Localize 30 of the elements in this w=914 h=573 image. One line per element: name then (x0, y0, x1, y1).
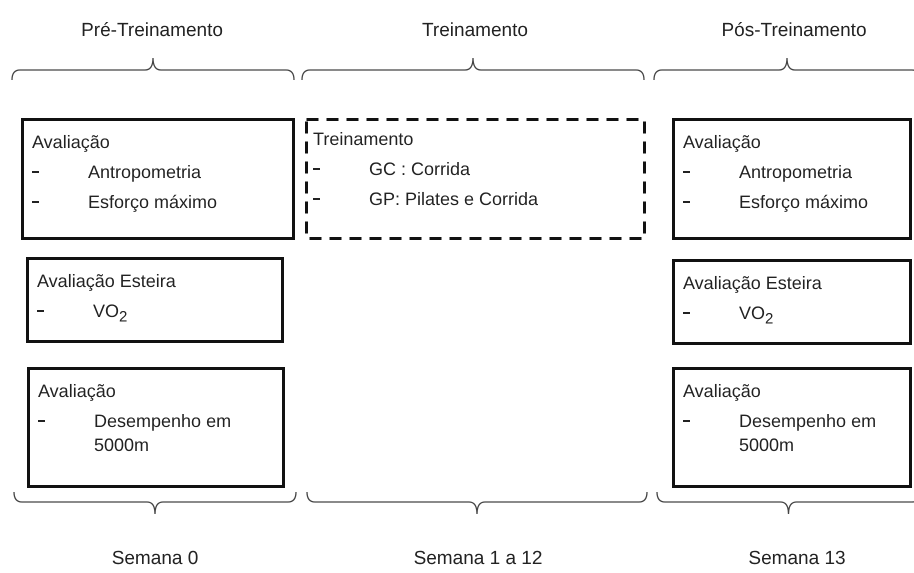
box-heading: Avaliação Esteira (683, 272, 823, 295)
list-item: Esforço máximo (88, 192, 218, 212)
list-item: GC : Corrida (369, 159, 470, 179)
box-heading: Avaliação (683, 380, 762, 403)
box-heading: Avaliação (32, 131, 111, 154)
week-label: Semana 13 (748, 548, 846, 570)
week-label: Semana 0 (112, 548, 198, 570)
week-label: Semana 1 a 12 (414, 548, 542, 570)
box-heading: Avaliação (683, 131, 762, 154)
list-item: Esforço máximo (739, 192, 868, 212)
list-item: Desempenho em 5000m (94, 411, 232, 455)
box-heading: Avaliação (38, 380, 117, 403)
list-item: VO$_{2}$ (93, 301, 128, 321)
box-heading: Avaliação Esteira (37, 270, 177, 293)
process-box (672, 259, 912, 345)
process-box (27, 367, 285, 488)
process-box (672, 367, 912, 488)
process-box (21, 118, 295, 240)
phase-label: Treinamento (422, 20, 528, 42)
list-item: Antropometria (739, 162, 852, 182)
process-box (672, 118, 912, 240)
phase-label: Pré-Treinamento (81, 20, 223, 42)
dashed-box (305, 118, 646, 240)
phase-label: Pós-Treinamento (721, 20, 867, 42)
process-box (26, 257, 284, 343)
list-item: Antropometria (88, 162, 202, 182)
list-item: Desempenho em 5000m (739, 411, 876, 455)
list-item: VO$_{2}$ (739, 303, 774, 323)
box-heading: Treinamento (313, 128, 414, 151)
list-item: GP: Pilates e Corrida (369, 189, 538, 209)
